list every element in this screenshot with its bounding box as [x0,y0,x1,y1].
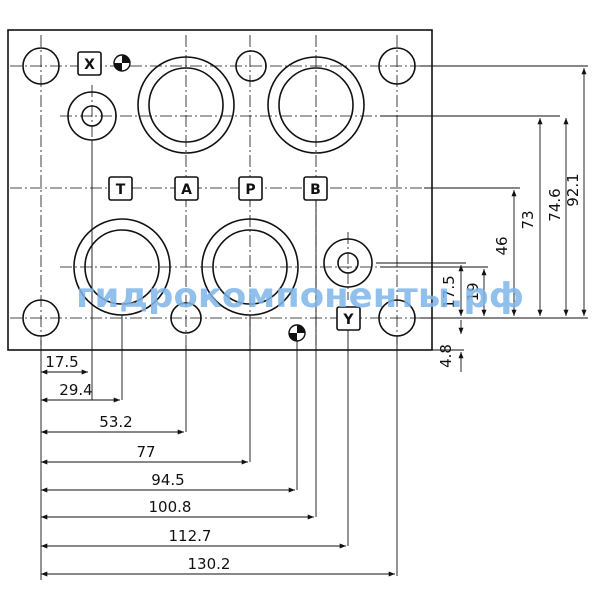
vertical-dimension-lines [458,68,587,372]
watermark-text: гидрокомпоненты.рф [76,276,524,316]
dimension-130-2: 130.2 [188,555,231,573]
port-label-y: Y [342,312,354,328]
port-label-b: B [310,182,321,198]
plate-outline [7,29,433,351]
port-label-a: A [181,182,192,198]
dimension-53-2: 53.2 [99,413,132,431]
extension-lines-horizontal [40,140,398,580]
extension-lines-vertical [376,65,588,351]
dimension-94-5: 94.5 [151,471,184,489]
port-label-boxes [77,51,361,331]
dimension-4-8: 4.8 [437,344,455,368]
dimension-29-4: 29.4 [59,381,92,399]
locating-pin-icon [288,324,306,342]
dimension-73: 73 [519,210,537,229]
dimension-74-6: 74.6 [546,188,564,221]
dimension-92-1: 92.1 [564,173,582,206]
port-label-t: T [116,182,126,198]
dimension-17-5: 17.5 [45,353,78,371]
dimension-46: 46 [493,236,511,255]
mounting-holes [22,47,416,337]
main-ports [73,56,365,316]
dimension-17-5-vertical: 17.5 [440,275,458,308]
horizontal-dimension-lines [41,369,395,577]
dimension-112-7: 112.7 [169,527,212,545]
dimension-19: 19 [464,282,482,301]
dimension-77: 77 [136,443,155,461]
port-label-p: P [245,182,255,198]
locating-pin-icon [113,54,131,72]
port-label-x: X [84,57,95,73]
dimension-100-8: 100.8 [149,498,192,516]
